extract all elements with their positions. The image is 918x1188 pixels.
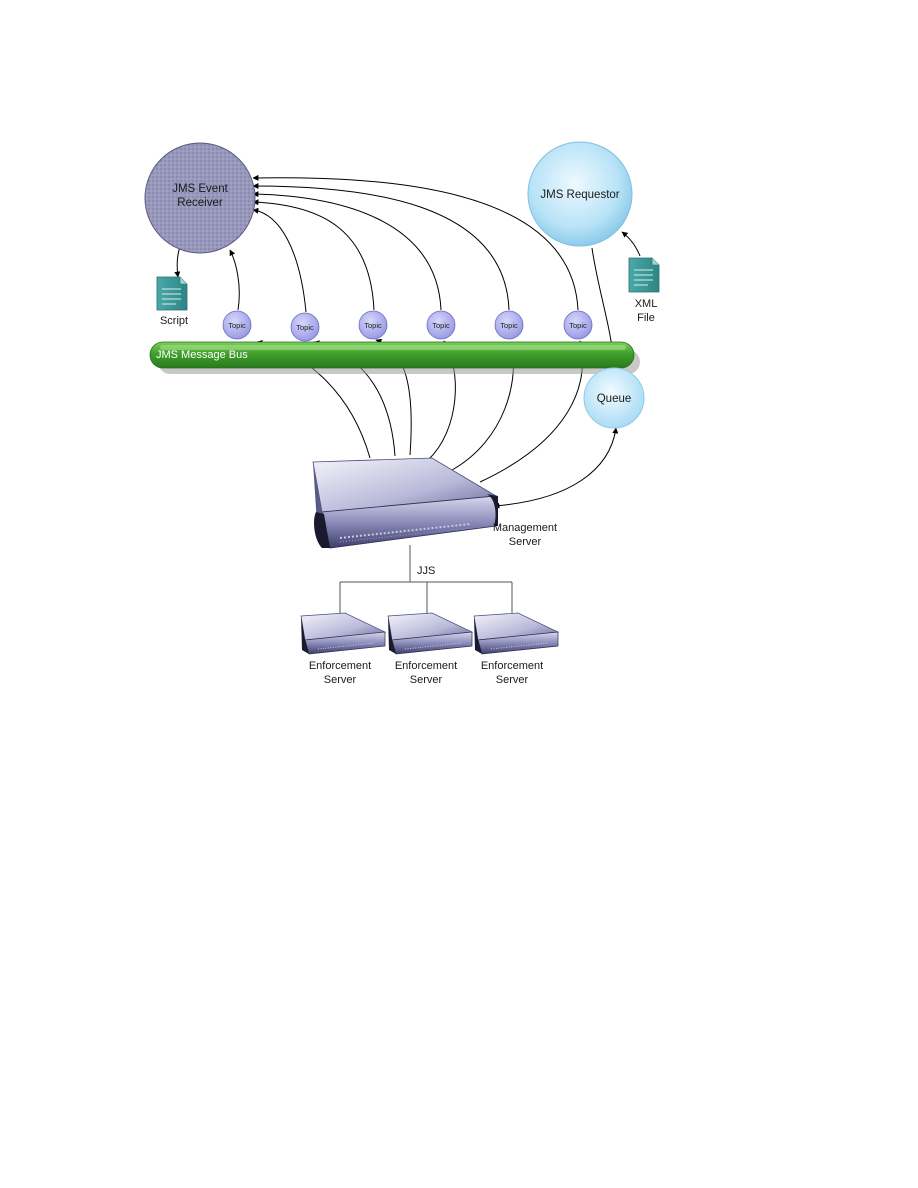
server-queue-link <box>493 427 619 509</box>
script-document-icon <box>156 276 188 311</box>
enforcement-server-label-line1: Enforcement <box>481 660 543 672</box>
enforcement-server-icon <box>300 612 387 655</box>
svg-text:Topic: Topic <box>500 321 518 330</box>
topic5-to-receiver <box>252 183 510 311</box>
topic1-to-receiver <box>229 249 240 311</box>
bus-label: JMS Message Bus <box>156 349 248 361</box>
topic-node: Topic <box>358 310 388 340</box>
requestor-label: JMS Requestor <box>540 189 619 201</box>
topic6-to-receiver <box>252 174 579 311</box>
jms-event-receiver-node: JMS Event Receiver <box>144 142 256 254</box>
management-server-icon <box>312 457 498 549</box>
jms-message-bus: JMS Message Bus <box>149 341 640 374</box>
xmlfile-to-requestor <box>621 231 641 257</box>
topic-nodes: Topic Topic Topic Topic Topic Topic <box>222 310 593 342</box>
jjs-tree <box>339 545 513 614</box>
enforcement-server-label-line1: Enforcement <box>395 660 457 672</box>
svg-text:Topic: Topic <box>432 321 450 330</box>
queue-label: Queue <box>597 393 632 405</box>
topic-node: Topic <box>222 310 252 340</box>
topic-node: Topic <box>290 312 320 342</box>
enforcement-server-icon <box>473 612 560 655</box>
enforcement-server-icon <box>387 612 474 655</box>
receiver-label-line2: Receiver <box>177 197 223 209</box>
svg-text:Topic: Topic <box>569 321 587 330</box>
svg-text:Topic: Topic <box>228 321 246 330</box>
xml-file-label-line2: File <box>637 312 655 324</box>
xml-file-label-line1: XML <box>635 298 658 310</box>
jjs-label: JJS <box>417 565 435 577</box>
enforcement-server-label-line2: Server <box>496 674 529 686</box>
enforcement-server-label-line1: Enforcement <box>309 660 371 672</box>
jms-requestor-node: JMS Requestor <box>527 141 633 247</box>
enforcement-server-label-line2: Server <box>324 674 357 686</box>
topic-node: Topic <box>494 310 524 340</box>
script-label: Script <box>160 315 188 327</box>
topic2-to-receiver <box>252 207 307 313</box>
topic3-to-receiver <box>252 199 375 311</box>
topic-node: Topic <box>563 310 593 340</box>
xml-file-document-icon <box>628 257 660 293</box>
svg-text:Topic: Topic <box>364 321 382 330</box>
enforcement-server-label-line2: Server <box>410 674 443 686</box>
management-server-label-line1: Management <box>493 522 557 534</box>
management-server-label-line2: Server <box>509 536 542 548</box>
svg-text:Topic: Topic <box>296 323 314 332</box>
queue-node: Queue <box>583 367 645 429</box>
topic4-to-receiver <box>252 191 442 311</box>
topic-node: Topic <box>426 310 456 340</box>
receiver-label-line1: JMS Event <box>172 183 228 195</box>
